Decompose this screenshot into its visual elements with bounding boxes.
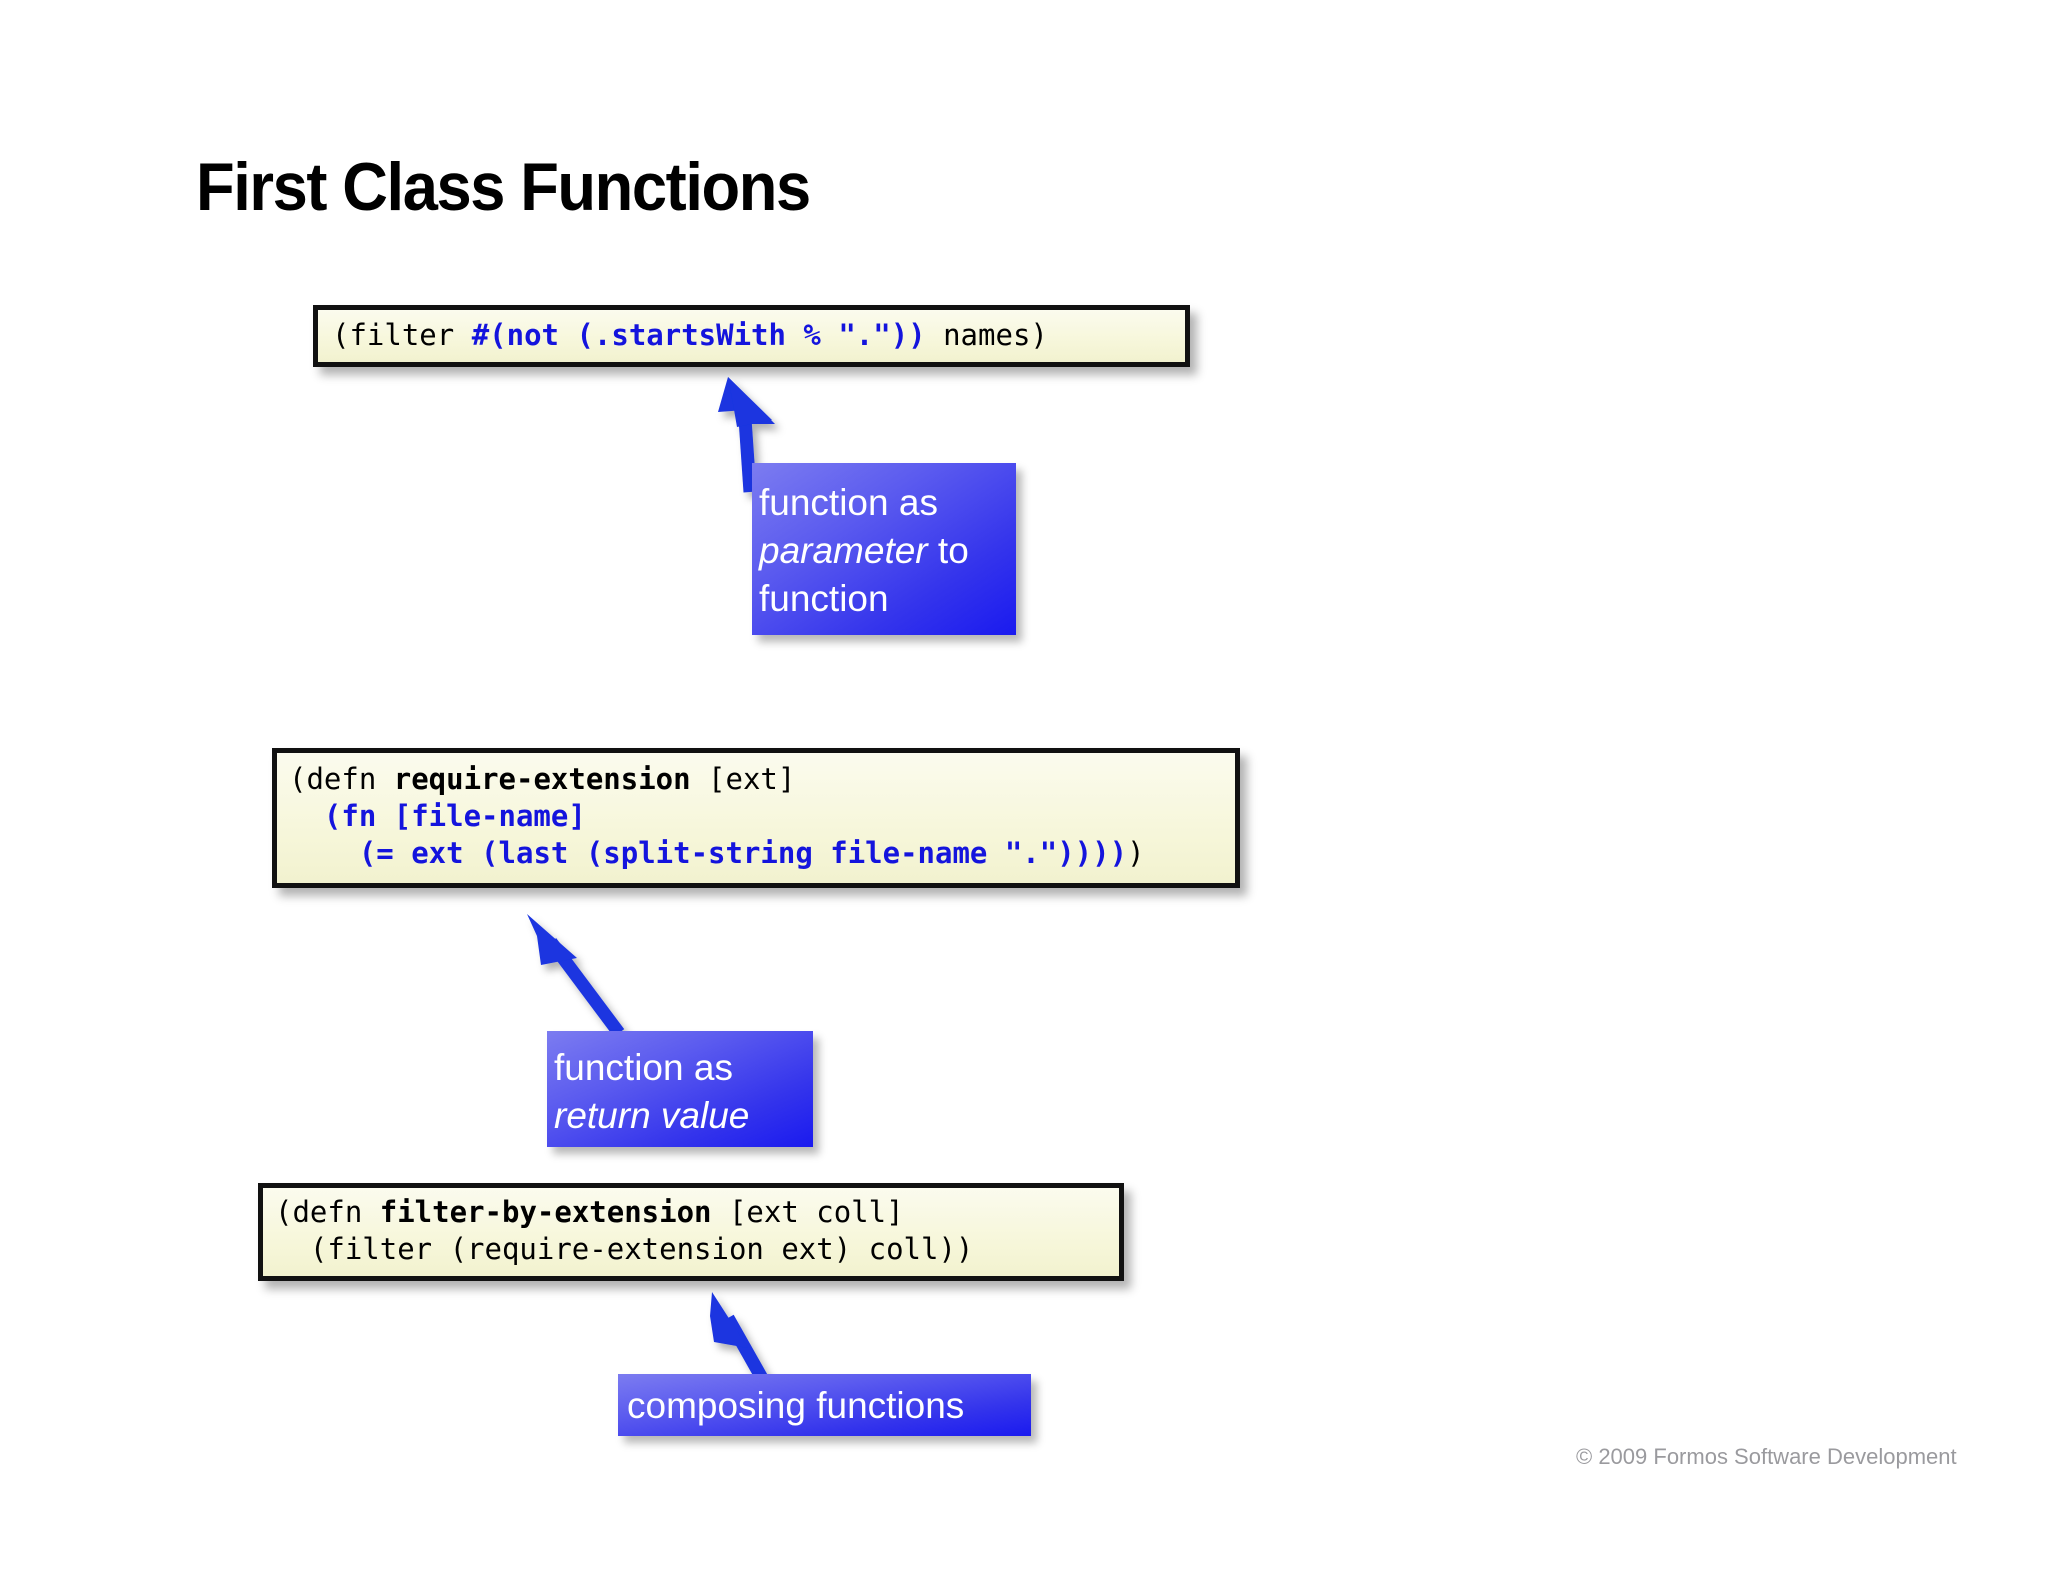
code-line-1: (fn [file-name] — [289, 798, 1235, 835]
text-segment: (filter (require-extension ext) coll)) — [275, 1232, 974, 1267]
callout-line-1: return value — [554, 1092, 813, 1140]
callout-line-0: function as — [759, 479, 1016, 527]
code-line-0: (defn filter-by-extension [ext coll] — [275, 1194, 1119, 1231]
callout-line-0: composing functions — [627, 1382, 1031, 1430]
code-box-filter-by-extension: (defn filter-by-extension [ext coll] (fi… — [258, 1183, 1124, 1281]
text-segment: function — [759, 578, 889, 620]
callout-line-2: function — [759, 575, 1016, 623]
text-segment: [ext] — [690, 762, 796, 796]
text-segment: function as — [554, 1047, 733, 1088]
callout-line-1: parameter to — [759, 527, 1016, 575]
text-segment — [289, 799, 324, 833]
code-box-require-extension: (defn require-extension [ext] (fn [file-… — [272, 748, 1240, 888]
callout-line-0: function as — [554, 1044, 813, 1092]
text-segment: (defn — [289, 762, 394, 796]
code-line-0: (filter #(not (.startsWith % ".")) names… — [332, 317, 1048, 354]
code-line-2: (= ext (last (split-string file-name "."… — [289, 835, 1235, 872]
text-segment: ) — [1127, 836, 1145, 871]
callout-function-as-return-value: function as return value — [547, 1031, 813, 1147]
code-line-1: (filter (require-extension ext) coll)) — [275, 1231, 1119, 1268]
text-segment: require-extension — [393, 762, 691, 796]
text-segment: names) — [925, 318, 1048, 353]
text-segment: (fn [file-name] — [323, 799, 586, 834]
arrow-to-code-box-3 — [710, 1292, 769, 1384]
text-segment: (defn — [275, 1195, 380, 1229]
text-segment: function as — [759, 482, 938, 523]
code-line-0: (defn require-extension [ext] — [289, 761, 1235, 798]
text-segment: to — [927, 530, 969, 572]
copyright-notice: © 2009 Formos Software Development — [1576, 1444, 1957, 1469]
arrow-to-code-box-2 — [527, 914, 625, 1037]
text-segment: (filter — [332, 318, 472, 353]
callout-composing-functions: composing functions — [618, 1374, 1031, 1436]
text-segment: filter-by-extension — [379, 1195, 712, 1229]
text-segment: composing functions — [627, 1385, 965, 1426]
code-box-filter-expression: (filter #(not (.startsWith % ".")) names… — [313, 305, 1190, 367]
text-segment — [289, 836, 359, 870]
text-segment: [ext coll] — [711, 1195, 904, 1229]
text-segment: parameter — [759, 530, 928, 572]
text-segment: #(not (.startsWith % ".")) — [471, 318, 926, 353]
text-segment: (= ext (last (split-string file-name "."… — [358, 836, 1128, 871]
page-title: First Class Functions — [196, 149, 811, 225]
text-segment: return value — [554, 1095, 750, 1137]
